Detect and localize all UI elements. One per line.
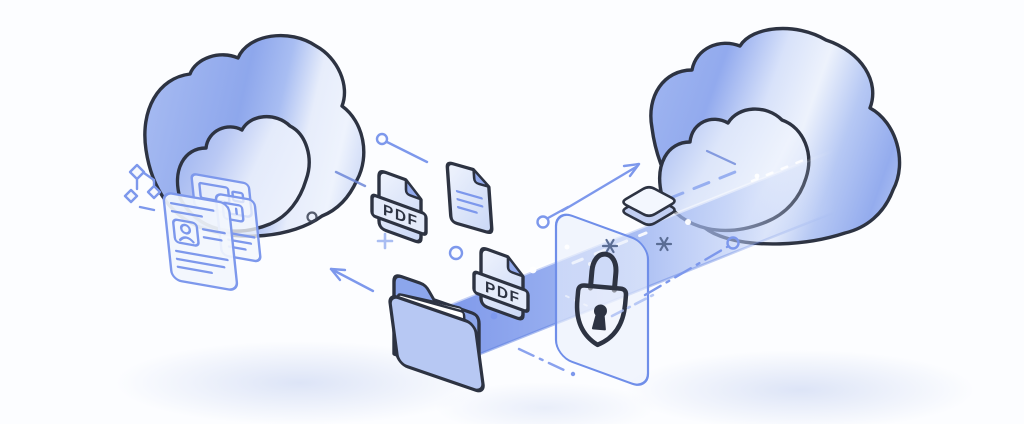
cloud-shine-line xyxy=(705,149,737,166)
pdf-file-icon-on-ribbon: PDF xyxy=(472,247,530,321)
pin-lines-and-dots xyxy=(329,132,464,293)
up-right-arrow-icon xyxy=(560,162,641,213)
small-circle-outline xyxy=(448,245,464,261)
asterisk-icon xyxy=(601,238,619,254)
plus-mark xyxy=(376,232,394,250)
keyhole xyxy=(591,304,607,331)
avatar xyxy=(172,218,200,247)
pin-circle-left-of-panel xyxy=(536,205,570,229)
document-icon xyxy=(445,161,494,234)
network-nodes-icon xyxy=(123,163,162,212)
padlock-icon xyxy=(574,251,629,348)
cloud-ring-detail xyxy=(306,211,318,223)
id-card-stack-icon xyxy=(162,173,262,291)
data-tile xyxy=(622,185,676,227)
pin-circle-icon xyxy=(375,132,389,146)
asterisk-icon xyxy=(655,236,673,252)
cloud-shine-line xyxy=(334,170,367,188)
dash-dot-pin-right xyxy=(610,236,740,318)
dash-dot-line-bottom-left xyxy=(517,347,576,377)
pdf-file-icon-left: PDF xyxy=(370,170,428,244)
floor-shadow-blobs xyxy=(115,341,975,424)
ribbon-dashes xyxy=(571,157,808,265)
open-folder-icon xyxy=(388,274,485,393)
sparkle-asterisks xyxy=(601,236,673,254)
left-arrow-icon xyxy=(329,267,375,293)
id-card xyxy=(162,192,239,291)
